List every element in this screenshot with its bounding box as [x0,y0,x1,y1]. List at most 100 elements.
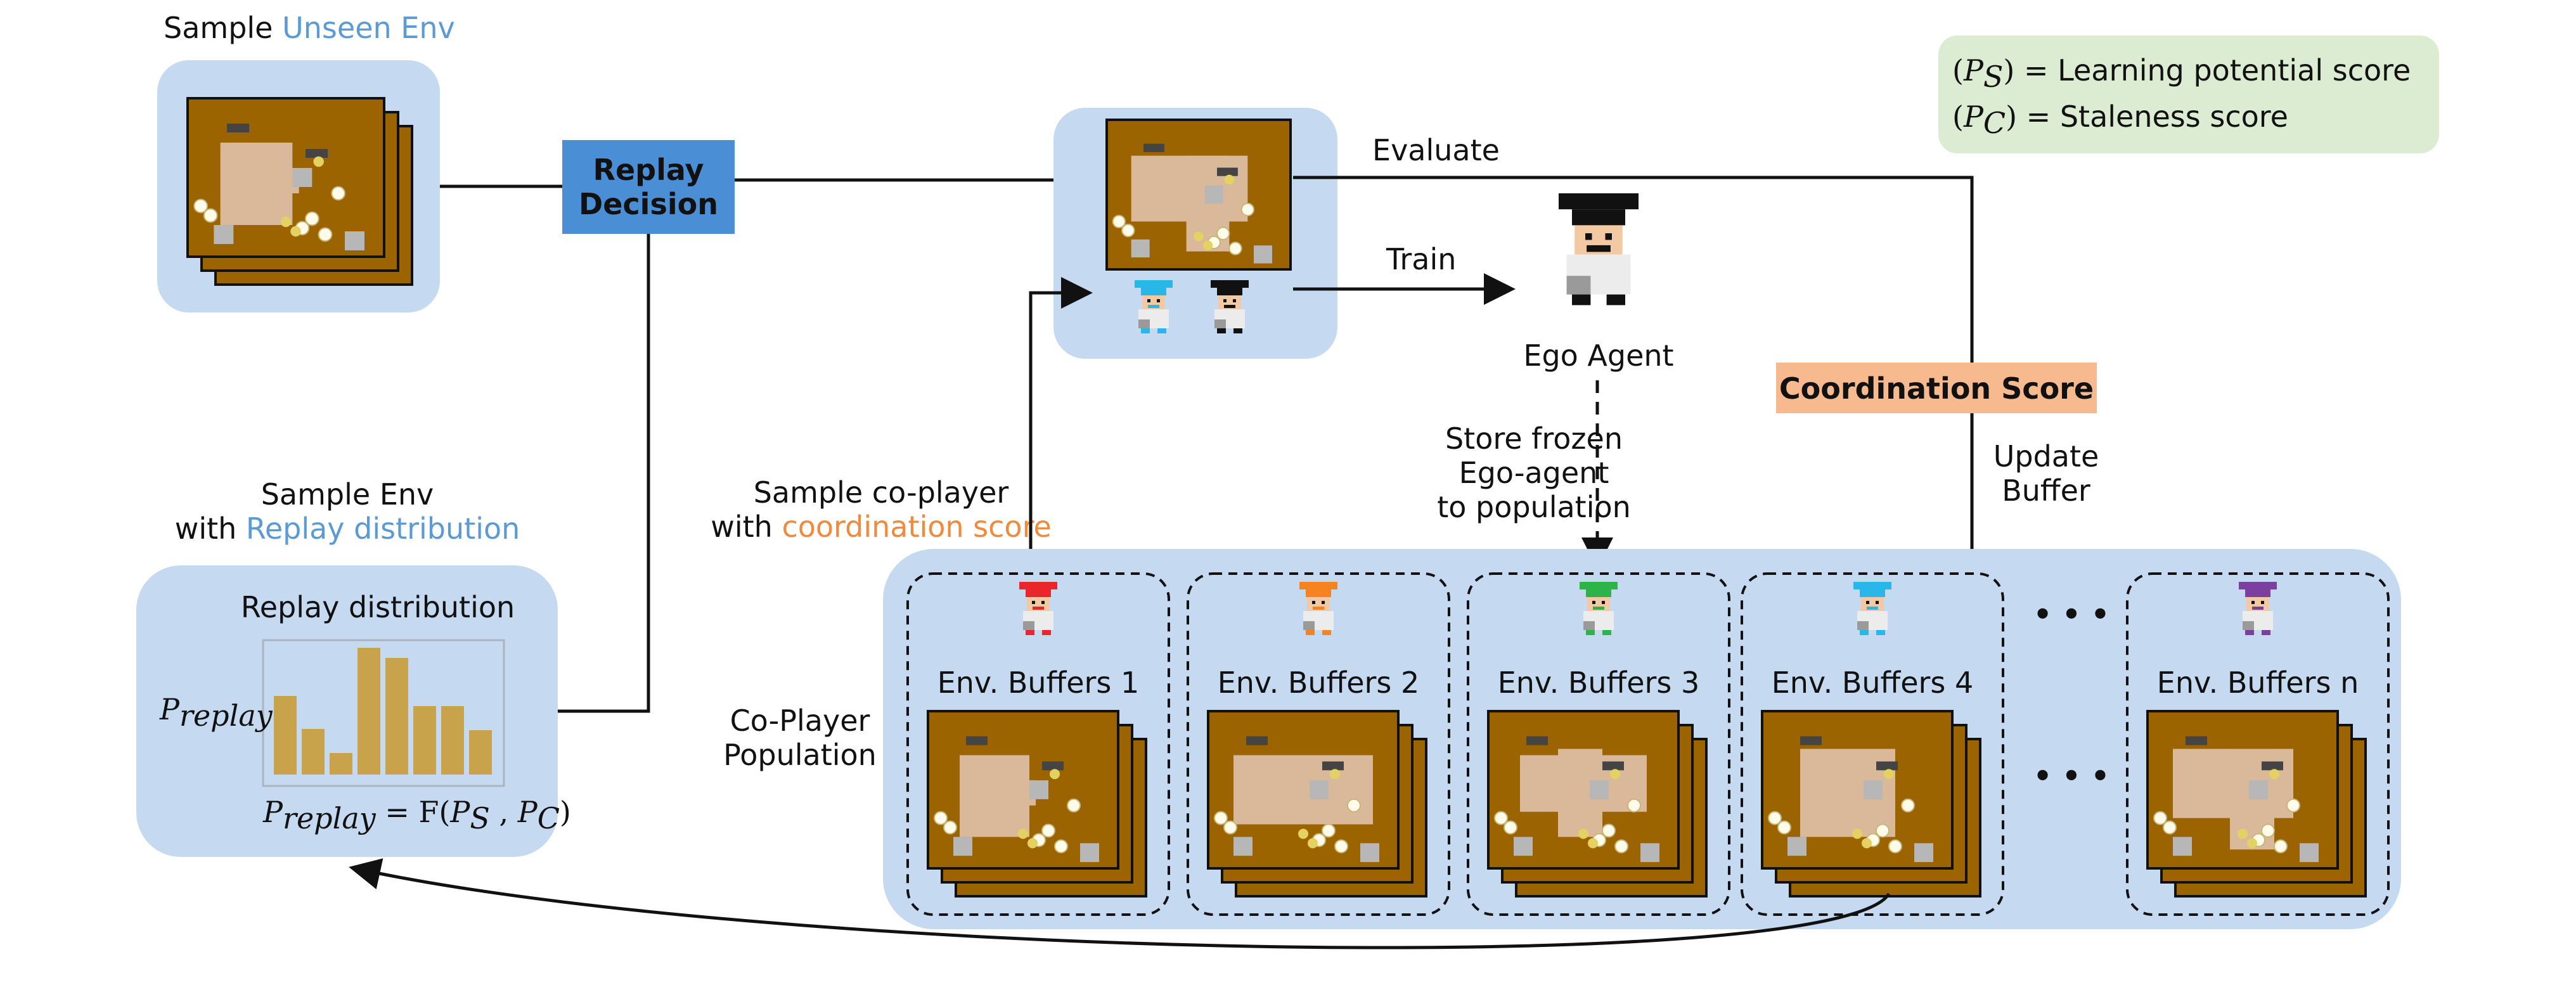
board-dish [2238,828,2248,839]
episode-agents [1135,280,1249,333]
board-onion [318,227,333,242]
chef-mouth [1313,607,1324,610]
coplayer-chef-icon [1853,582,1891,635]
sample-unseen-title: Sample Unseen Env [164,11,455,45]
board-dish [290,226,301,237]
board-floor [259,168,299,193]
store-frozen-line1: Store frozen [1445,422,1623,456]
env-buffer-2: Env. Buffers 2 [1187,572,1450,916]
coplayer-agent-icon [1135,280,1173,333]
chef-eye [1157,299,1160,302]
p-replay-formula: Preplay = F(PS , PC) [262,795,571,835]
board-dish [1298,828,1308,839]
board-onion [1777,820,1791,835]
chef-eye [1147,299,1150,302]
board-counter [2300,843,2319,863]
game-board [927,710,1119,870]
chef-eye [1032,601,1035,604]
board-counter [345,231,364,250]
chef-hat-band [1306,589,1331,597]
board-dish [2269,769,2279,780]
board-counter [1029,780,1048,799]
board-dish [1202,240,1213,250]
histogram-bar [413,706,436,775]
board-dish [1330,769,1340,780]
board-counter [214,225,234,244]
chef-hat [1853,582,1891,589]
replay-decision-box[interactable] [562,140,735,234]
board-dish [1588,838,1598,849]
board-counter [1254,245,1272,264]
env-buffer-border [1741,572,2004,916]
board-onion [1627,798,1641,813]
board-onion [2163,820,2177,835]
chef-hat-band [1572,209,1625,226]
board-pot [2186,736,2207,745]
chef-eye [1041,601,1045,604]
game-board [1105,119,1292,271]
board-counter [1204,185,1223,204]
store-frozen-line2: Ego-agent [1459,456,1609,490]
chef-mouth [1593,607,1604,610]
board-onion [1614,839,1628,854]
chef-hat-band [1860,589,1885,597]
chef-eye [1876,601,1879,604]
board-counter [1080,843,1099,863]
chef-foot [1157,328,1166,333]
evaluate-arrow [1293,176,1988,714]
board-onion [2153,811,2167,825]
chef-eye [1223,299,1227,302]
coplayer-population-line2: Population [723,738,877,772]
board-dish [1224,174,1235,185]
board-onion [943,820,957,835]
ellipsis-top: • • • [2033,597,2109,631]
chef-mouth [1587,245,1611,252]
board-dish [280,216,292,228]
board-counter [1914,843,1933,863]
histogram-bar [441,706,464,775]
buffer-to-replay-arrow [349,858,1891,949]
coordination-score-label: Coordination Score [1779,371,2094,406]
train-label: Train [1386,242,1456,276]
sample-coplayer-arrow [1029,277,1093,574]
chef-foot [1217,328,1226,333]
board-onion [2261,823,2275,838]
ego-agent-chef [1559,193,1639,306]
board-counter [1514,837,1533,856]
board-onion [1223,820,1237,835]
board-counter [1131,239,1150,258]
game-board [186,97,385,258]
chef-eye [2261,601,2264,604]
chef-apron [1566,276,1591,295]
env-buffer-label: Env. Buffers 3 [1498,666,1700,700]
board-onion [2286,798,2300,813]
unseen-env-stack [186,97,413,286]
env-buffer-border [1187,572,1450,916]
board-onion [1768,811,1782,825]
histogram-bar [330,753,352,775]
chef-hat-band [2245,589,2270,597]
board-onion [1334,839,1348,854]
board-onion [1504,820,1517,835]
board-pot [1602,761,1624,771]
board-dish [313,156,324,167]
env-buffer-n: Env. Buffers n [2126,572,2390,916]
board-dish [1194,231,1204,241]
chef-hat [1135,280,1173,288]
chef-apron [1857,621,1869,630]
chef-eye [1605,233,1612,240]
board-onion [1240,202,1255,217]
board-dish [1308,838,1318,849]
board-onion [1054,839,1068,854]
board-pot [1800,736,1822,745]
board-onion [331,186,346,201]
chef-foot [1042,630,1051,635]
board-counter [1590,780,1609,799]
chef-foot [1860,630,1869,635]
chef-foot [1586,630,1595,635]
board-dish [1884,769,1894,780]
ellipsis-bottom: • • • [2033,759,2109,793]
coplayer-chef-icon [1580,582,1618,635]
sample-coplayer-line2: with coordination score [711,510,1052,544]
coplayer-population-line1: Co-Player [730,704,870,738]
